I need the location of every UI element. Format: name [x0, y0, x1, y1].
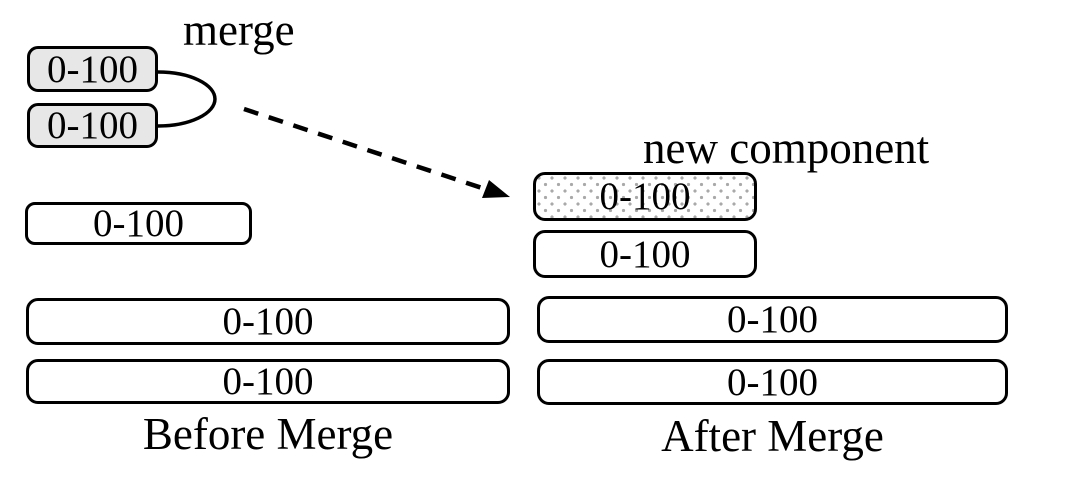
after-mid-component-box: 0-100 [533, 230, 757, 278]
merge-input-box-2: 0-100 [27, 103, 158, 148]
key-range-label: 0-100 [727, 360, 818, 404]
after-wide-component-box-2: 0-100 [537, 359, 1008, 405]
key-range-label: 0-100 [599, 232, 691, 276]
key-range-label: 0-100 [727, 298, 818, 341]
before-wide-component-box-2: 0-100 [26, 359, 510, 404]
merge-arrowhead-icon [482, 180, 510, 198]
new-component-label: new component [643, 123, 930, 173]
key-range-label: 0-100 [47, 47, 138, 91]
merge-input-box-1: 0-100 [27, 46, 158, 92]
after-new-component-box: 0-100 [533, 172, 757, 221]
merge-dashed-arrow-line [243, 106, 483, 191]
key-range-label: 0-100 [47, 104, 138, 147]
after-wide-component-box-1: 0-100 [537, 296, 1008, 343]
key-range-label: 0-100 [599, 175, 691, 218]
key-range-label: 0-100 [222, 360, 314, 403]
merge-brace-arc [157, 70, 217, 128]
before-wide-component-box-1: 0-100 [26, 298, 510, 345]
before-merge-caption: Before Merge [142, 409, 394, 459]
after-merge-caption: After Merge [661, 411, 884, 461]
key-range-label: 0-100 [93, 202, 184, 245]
merge-label: merge [183, 5, 295, 55]
before-mid-component-box: 0-100 [25, 202, 252, 245]
key-range-label: 0-100 [222, 300, 314, 343]
